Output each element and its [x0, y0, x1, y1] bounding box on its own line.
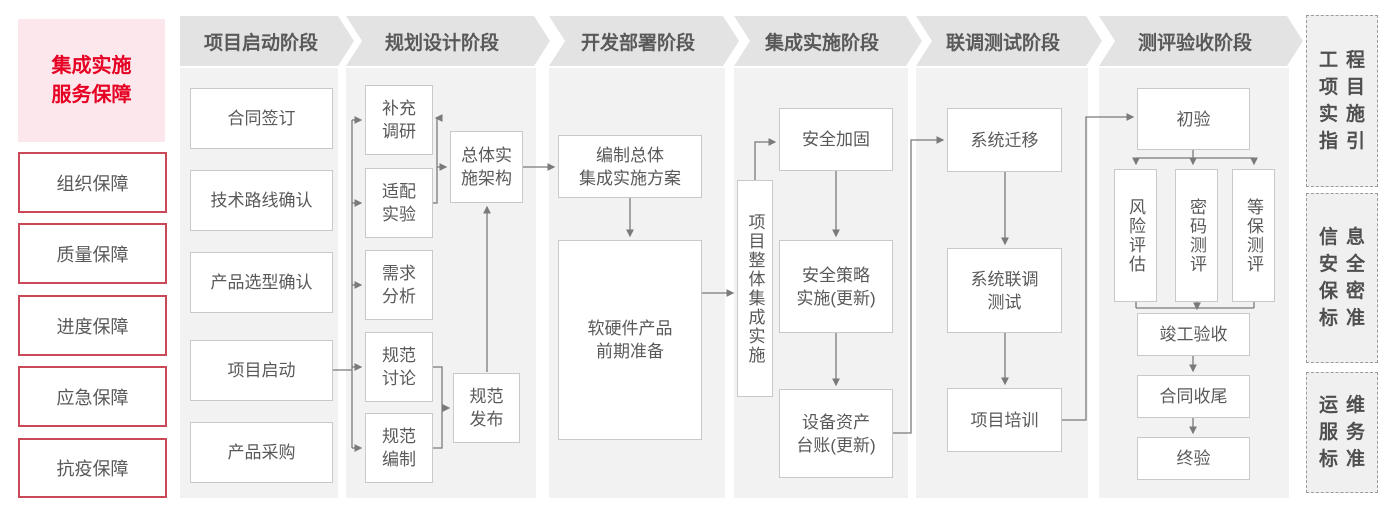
box-security-hardening: 安全加固: [779, 108, 893, 171]
box-crypto-evaluation: 密码测评: [1175, 169, 1218, 302]
box-security-policy-implementation: 安全策略 实施(更新): [779, 240, 893, 333]
box-contract-closure: 合同收尾: [1137, 375, 1250, 418]
phase-banner-planning-design: 规划设计阶段: [346, 16, 550, 66]
standard-project-implementation-guide: 工程 项目 实施 指引: [1306, 15, 1378, 187]
box-classified-protection-evaluation: 等保测评: [1232, 169, 1275, 302]
phase-banner-integration: 集成实施阶段: [734, 16, 922, 66]
phase-banner-joint-test: 联调测试阶段: [916, 16, 1102, 66]
box-product-selection-confirm: 产品选型确认: [190, 252, 333, 313]
phase-banner-dev-deploy: 开发部署阶段: [549, 16, 739, 66]
box-overall-implementation-architecture: 总体实 施架构: [450, 131, 523, 203]
box-overall-integration-plan: 编制总体 集成实施方案: [558, 135, 702, 198]
box-spec-compilation: 规范 编制: [365, 413, 433, 483]
box-adaptation-test: 适配 实验: [365, 168, 433, 238]
box-final-acceptance: 终验: [1137, 437, 1250, 480]
box-product-procurement: 产品采购: [190, 422, 333, 483]
guarantee-schedule: 进度保障: [18, 295, 167, 356]
phase-banner-evaluation-acceptance: 测评验收阶段: [1099, 16, 1303, 66]
box-supplementary-research: 补充 调研: [365, 85, 433, 155]
box-project-training: 项目培训: [947, 388, 1062, 452]
box-tech-route-confirm: 技术路线确认: [190, 170, 333, 231]
box-overall-project-integration: 项目整体集成实施: [737, 180, 773, 397]
box-risk-assessment: 风险评估: [1114, 169, 1157, 302]
box-completion-acceptance: 竣工验收: [1137, 313, 1250, 356]
box-spec-release: 规范 发布: [453, 373, 520, 443]
guarantee-header: 集成实施 服务保障: [18, 19, 165, 142]
box-initial-acceptance: 初验: [1137, 88, 1250, 150]
box-hardware-software-preparation: 软硬件产品 前期准备: [558, 240, 702, 440]
box-project-kickoff: 项目启动: [190, 340, 333, 401]
guarantee-emergency: 应急保障: [18, 366, 167, 427]
box-spec-discussion: 规范 讨论: [365, 332, 433, 402]
box-asset-ledger-update: 设备资产 台账(更新): [779, 389, 893, 478]
standard-om-service: 运维 服务 标准: [1306, 372, 1378, 493]
guarantee-quality: 质量保障: [18, 223, 167, 284]
box-system-joint-debugging: 系统联调 测试: [947, 248, 1062, 333]
phase-banner-project-start: 项目启动阶段: [180, 16, 354, 66]
box-requirement-analysis: 需求 分析: [365, 250, 433, 320]
guarantee-epidemic: 抗疫保障: [18, 438, 167, 498]
guarantee-organization: 组织保障: [18, 152, 167, 213]
box-system-migration: 系统迁移: [947, 108, 1062, 172]
standard-info-security-confidentiality: 信息 安全 保密 标准: [1306, 193, 1378, 363]
box-contract-signing: 合同签订: [190, 88, 333, 149]
